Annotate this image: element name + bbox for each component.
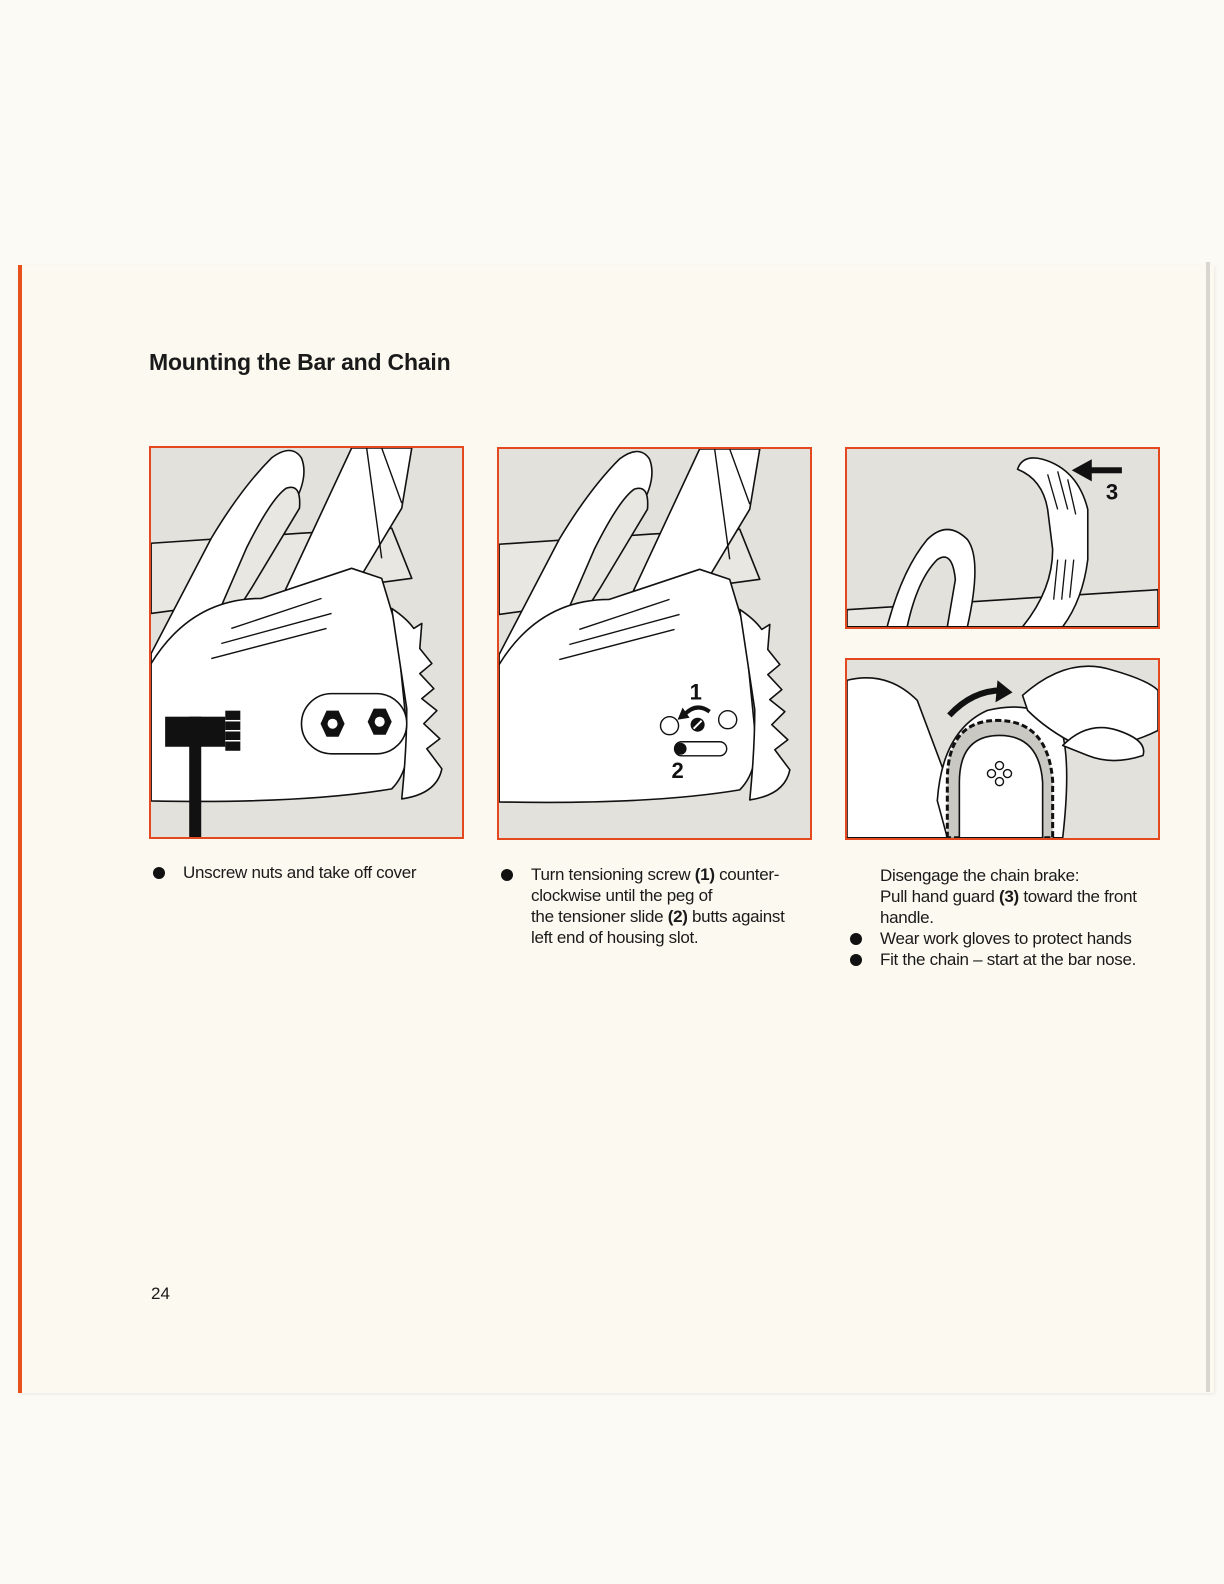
step-3-pull: Pull hand guard (3) toward the front	[880, 887, 1137, 906]
step-3-bullet-1: Wear work gloves to protect hands	[880, 929, 1132, 948]
cover-nut-icon	[367, 708, 392, 735]
figure-hand-guard: 3	[845, 447, 1160, 629]
bullet-icon	[153, 867, 165, 879]
step-3-bullet-2: Fit the chain – start at the bar nose.	[880, 950, 1137, 969]
page-edge	[1206, 262, 1210, 1392]
bullet-item: Unscrew nuts and take off cover	[153, 862, 463, 883]
step-2-line-3: the tensioner slide (2) butts against	[531, 907, 785, 926]
step-3-caption: Disengage the chain brake: Pull hand gua…	[850, 865, 1180, 970]
label-slide-2: 2	[672, 758, 684, 783]
step-3-pull-cont: handle.	[880, 908, 934, 927]
step-2-line-2: clockwise until the peg of	[531, 886, 713, 905]
tensioner-peg-icon	[674, 742, 687, 755]
cover-nut-plate	[300, 692, 408, 755]
chainsaw-tensioner-illustration: 1 2	[499, 449, 791, 804]
page-number: 24	[151, 1284, 170, 1303]
step-1-text: Unscrew nuts and take off cover	[183, 863, 417, 882]
hand-guard-illustration: 3	[847, 457, 1158, 627]
figure-fit-chain	[845, 658, 1160, 840]
step-1-caption: Unscrew nuts and take off cover	[153, 862, 463, 883]
label-screw-1: 1	[690, 680, 702, 705]
bullet-item: Turn tensioning screw (1) counter- clock…	[501, 864, 821, 948]
pull-arrow-icon	[1071, 459, 1122, 482]
bullet-icon	[850, 954, 862, 966]
label-guard-3: 3	[1106, 479, 1118, 504]
page-title: Mounting the Bar and Chain	[149, 349, 451, 375]
direction-arrow-icon	[947, 680, 1013, 718]
bullet-icon	[501, 869, 513, 881]
housing-hole-icon	[659, 715, 680, 736]
bullet-item: Wear work gloves to protect hands	[850, 928, 1180, 949]
sprocket-holes-icon	[986, 760, 1013, 787]
cover-nut-icon	[320, 710, 345, 737]
chain-fitting-illustration	[847, 665, 1158, 838]
step-2-caption: Turn tensioning screw (1) counter- clock…	[501, 864, 821, 948]
figure-tensioning-screw: 1 2	[497, 447, 812, 840]
step-3-intro: Disengage the chain brake:	[880, 866, 1080, 885]
bullet-item: Fit the chain – start at the bar nose.	[850, 949, 1180, 970]
wrench-icon	[165, 710, 241, 837]
step-2-line-4: left end of housing slot.	[531, 928, 699, 947]
figure-unscrew-nuts	[149, 446, 464, 839]
step-2-line-1: Turn tensioning screw (1) counter-	[531, 865, 780, 884]
housing-hole-icon	[717, 709, 738, 730]
chainsaw-cover-illustration	[151, 448, 443, 837]
bullet-icon	[850, 933, 862, 945]
